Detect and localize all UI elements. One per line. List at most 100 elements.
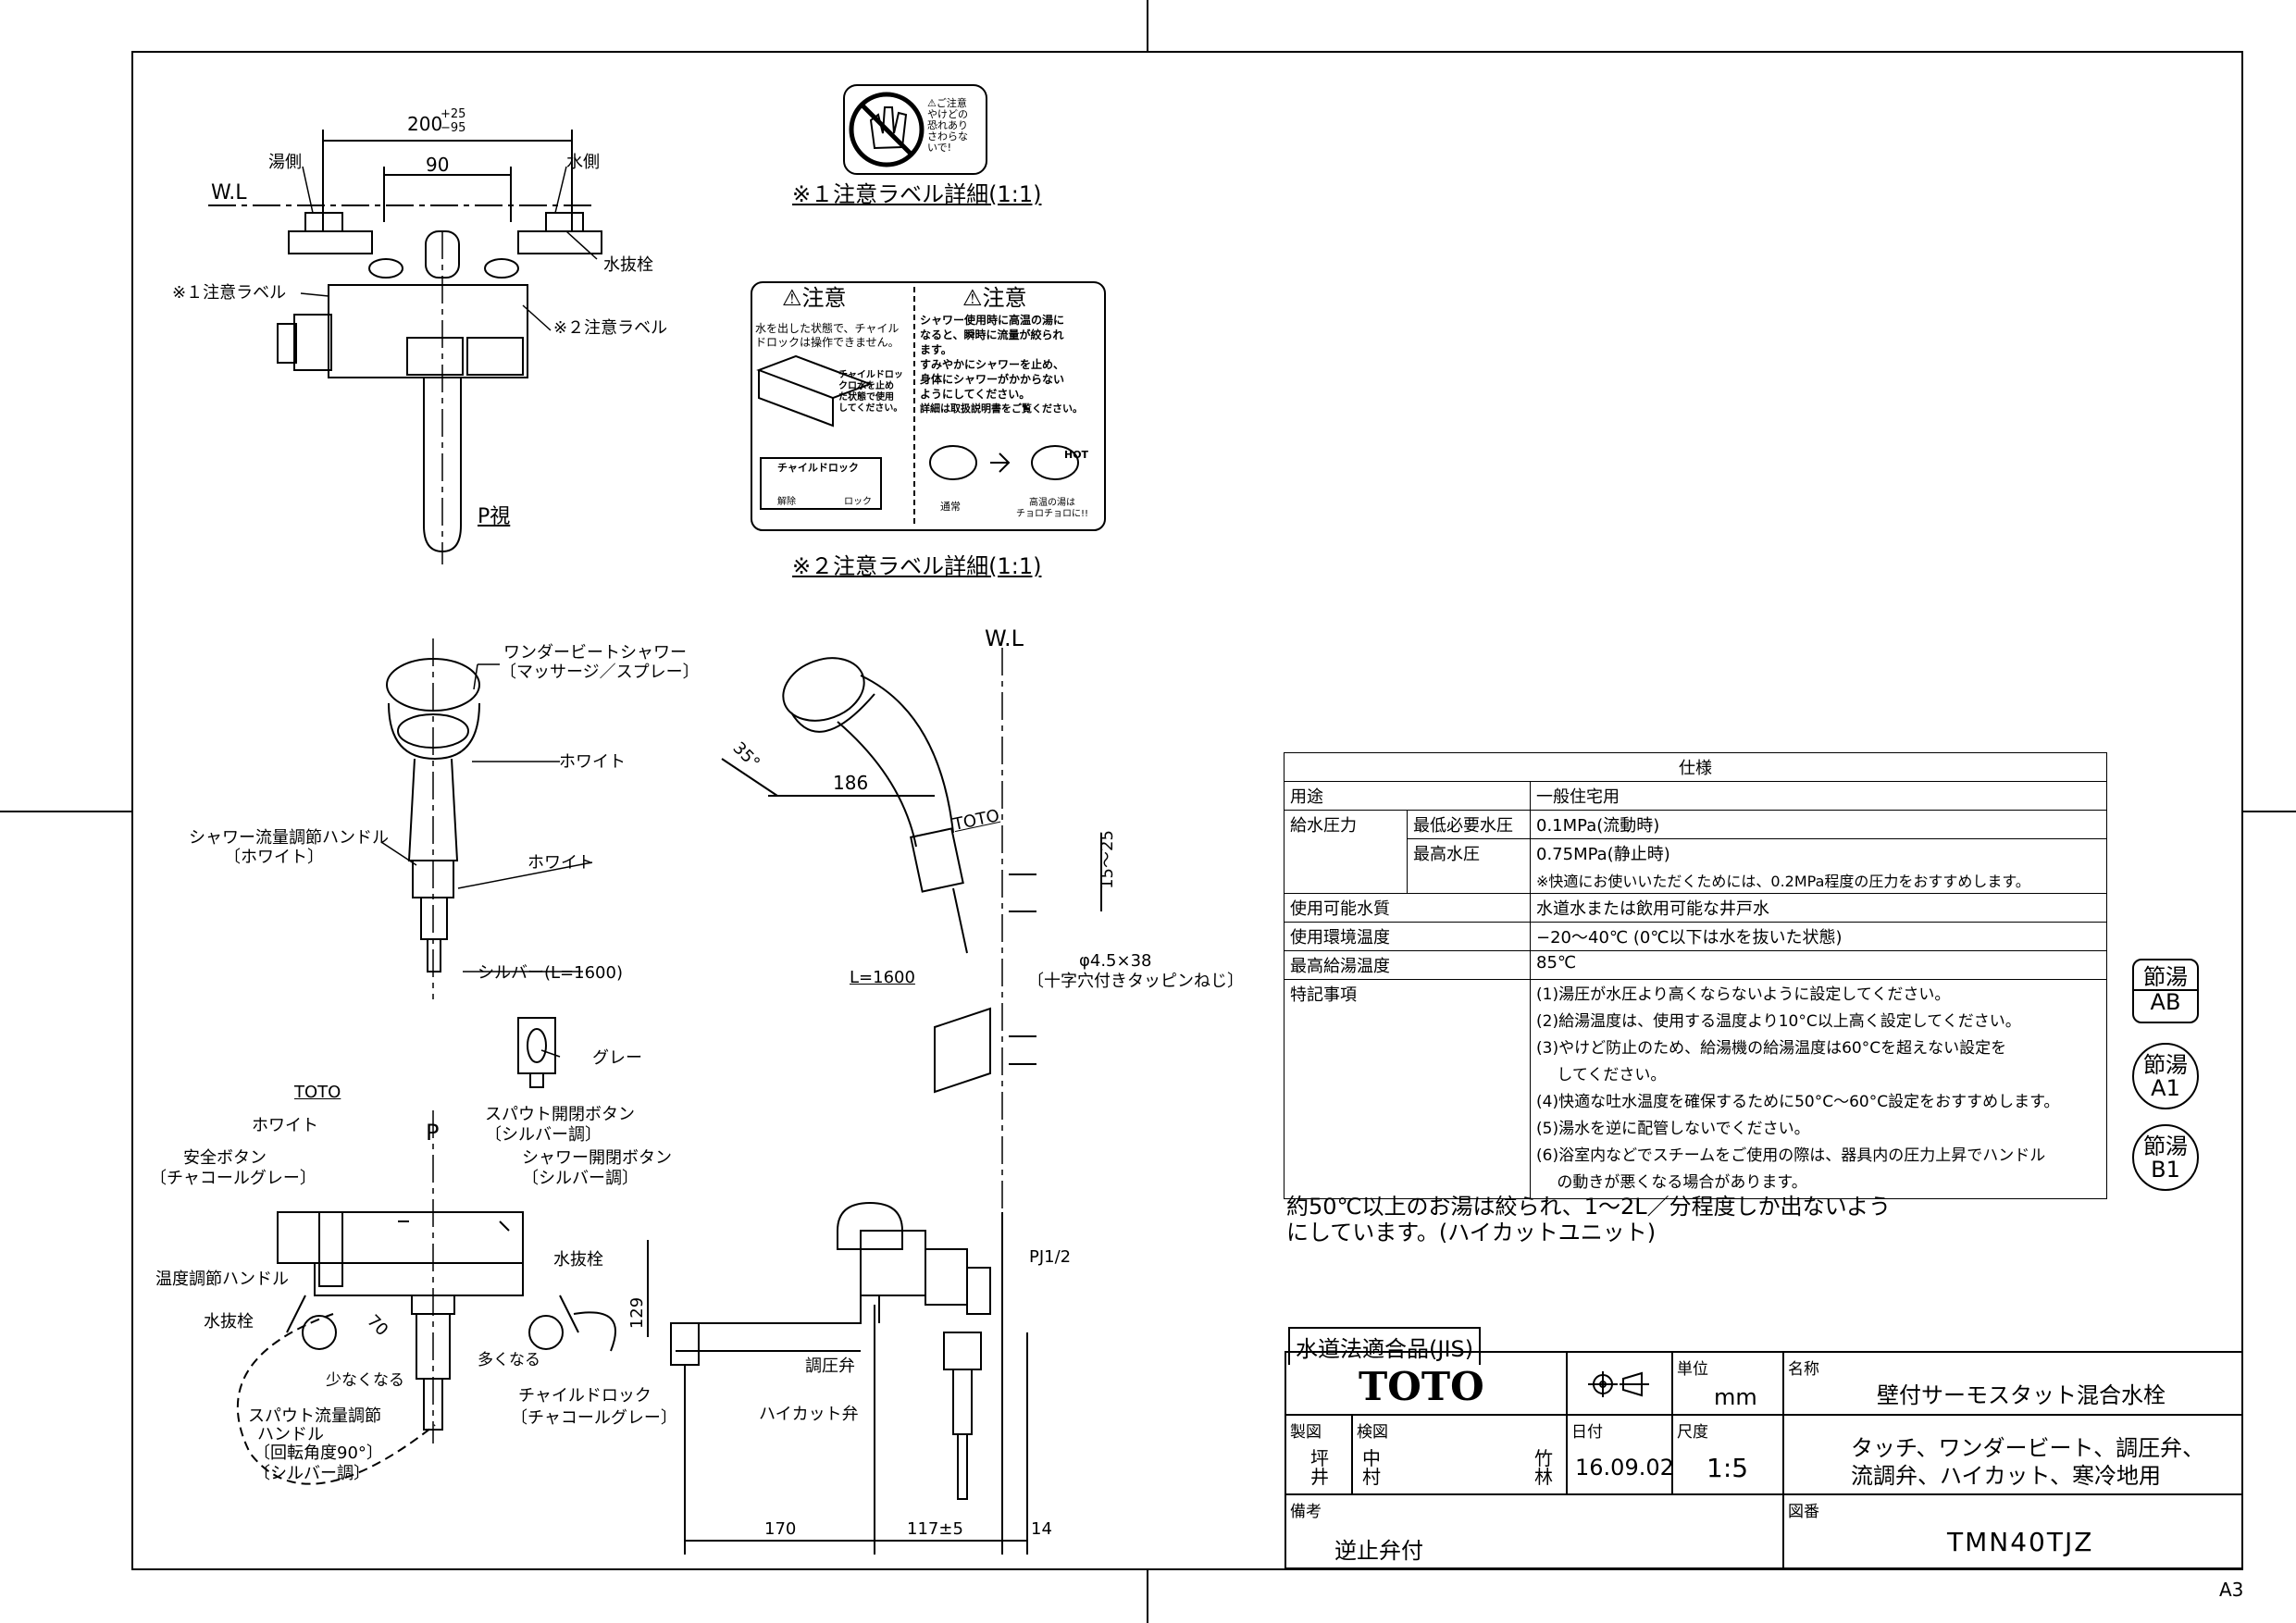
flow-handle-color: 〔ホワイト〕 — [224, 848, 324, 867]
scale-value: 1:5 — [1706, 1453, 1749, 1483]
third-angle-projection-icon — [1588, 1371, 1649, 1397]
drawn-cell: 製図 坪井 — [1285, 1414, 1353, 1495]
water-level-label: W.L — [211, 181, 247, 204]
table-row: ※快適にお使いいただくためには、0.2MPa程度の圧力をおすすめします。 — [1284, 867, 2107, 894]
drawn-by: 坪井 — [1310, 1447, 1329, 1488]
front-view-faucet — [236, 1110, 616, 1485]
dim-186: 186 — [833, 772, 869, 794]
p-arrow-label: P — [426, 1120, 440, 1146]
brand-cell: TOTO — [1285, 1351, 1568, 1416]
caution-label2-caption: ※２注意ラベル詳細(1:1) — [792, 553, 1042, 579]
white-label-1: ホワイト — [559, 752, 626, 772]
hot-label: HOT — [1064, 449, 1089, 461]
high-cut-valve-label: ハイカット弁 — [759, 1405, 859, 1424]
dim-170: 170 — [764, 1519, 797, 1539]
name-cell: 名称 壁付サーモスタット混合水栓 — [1782, 1351, 2243, 1416]
dim-total: 200 — [407, 113, 443, 135]
child-lock-text: チャイルドロッ クロ水を止め た状態で使用 してください。 — [838, 370, 903, 414]
date-cell: 日付 16.09.02 — [1566, 1414, 1674, 1495]
drain-left-label: 水抜栓 — [204, 1312, 254, 1332]
caution-right-text: シャワー使用時に高温の湯に なると、瞬時に流量が絞られ ます。 すみやかにシャワ… — [920, 314, 1083, 415]
silver-hose-label: シルバー(L=1600) — [478, 963, 623, 983]
spout-flow-label: スパウト流量調節 — [248, 1406, 381, 1426]
temp-handle-label: 温度調節ハンドル — [155, 1270, 289, 1289]
pj-label: PJ1/2 — [1029, 1247, 1072, 1267]
toto-logo: TOTO — [1359, 1364, 1484, 1409]
projection-symbol-cell — [1566, 1351, 1673, 1416]
table-row: 特記事項 (1)湯圧が水圧より高くならないように設定してください。 (2)給湯温… — [1284, 979, 2107, 1199]
dim-90: 90 — [426, 154, 450, 176]
checked-by-2: 竹林 — [1534, 1447, 1553, 1488]
lock-label: ロック — [844, 497, 872, 507]
screw-size-label: φ4.5×38 — [1079, 951, 1152, 971]
dim-117: 117±5 — [907, 1519, 963, 1539]
spout-button-label: スパウト開閉ボタン — [485, 1105, 635, 1124]
p-view-label: P視 — [478, 505, 511, 528]
spec-title: 仕様 — [1284, 752, 2107, 782]
flow-handle-label: シャワー流量調節ハンドル — [189, 828, 389, 848]
toto-front-label: TOTO — [294, 1083, 341, 1102]
cold-side-label: 水側 — [566, 153, 600, 172]
caution-label1-text: ⚠ご注意 やけどの 恐れあり さわらな いで! — [927, 97, 968, 154]
caution-label1-callout: ※１注意ラベル — [172, 283, 287, 303]
drain-plug-label: 水抜栓 — [603, 255, 653, 275]
dim-15-25: 15〜25 — [1097, 830, 1117, 889]
table-row: 用途 一般住宅用 — [1284, 781, 2107, 811]
dim-total-minus: −95 — [441, 121, 466, 135]
caution-left-text: 水を出した状態で、チャイル ドロックは操作できません。 — [755, 322, 900, 349]
child-lock-label: チャイルドロック — [518, 1386, 652, 1406]
notes-cell: (1)湯圧が水圧より高くならないように設定してください。 (2)給湯温度は、使用… — [1530, 979, 2107, 1199]
drawing-number-cell: 図番 TMN40TJZ — [1782, 1493, 2243, 1569]
wonder-beat-label: ワンダービートシャワー — [503, 643, 687, 663]
table-row: 最高水圧 0.75MPa(静止時) — [1284, 838, 2107, 894]
caution-label1-caption: ※１注意ラベル詳細(1:1) — [792, 181, 1042, 207]
shower-button-label: シャワー開閉ボタン — [522, 1148, 672, 1168]
checked-cell: 検図 中村 竹林 — [1351, 1414, 1568, 1495]
remarks-cell: 備考 逆止弁付 — [1285, 1493, 1784, 1569]
caution-label-1 — [843, 84, 987, 175]
table-row: 使用可能水質 水道水または飲用可能な井戸水 — [1284, 893, 2107, 923]
dim-14: 14 — [1031, 1519, 1052, 1539]
drawing-number: TMN40TJZ — [1947, 1527, 2094, 1557]
flow-note: 約50℃以上のお湯は絞られ、1〜2L／分程度しか出ないよう にしています。(ハイ… — [1286, 1194, 1892, 1245]
child-lock-title: チャイルドロック — [777, 462, 859, 474]
hose-length-label: L=1600 — [850, 968, 915, 987]
spout-button-color: 〔シルバー調〕 — [485, 1125, 602, 1145]
product-name: 壁付サーモスタット混合水栓 — [1877, 1382, 2166, 1408]
top-view-faucet — [208, 130, 602, 564]
child-lock-color: 〔チャコールグレー〕 — [511, 1408, 677, 1428]
checked-by-1: 中村 — [1362, 1447, 1381, 1488]
less-label: 少なくなる — [326, 1371, 404, 1390]
scale-cell: 尺度 1:5 — [1671, 1414, 1784, 1495]
safety-button-label: 安全ボタン — [183, 1148, 267, 1168]
caution-left-title: ⚠注意 — [782, 285, 847, 311]
table-row: 使用環境温度 −20〜40℃ (0℃以下は水を抜いた状態) — [1284, 922, 2107, 951]
unit-cell: 単位 mm — [1671, 1351, 1784, 1416]
spec-table: 仕様 用途 一般住宅用 給水圧力 最低必要水圧 0.1MPa(流動時) 最高水圧… — [1284, 752, 2107, 1199]
spout-flow-handle: ハンドル — [257, 1425, 324, 1444]
jis-label: 水道法適合品(JIS) — [1288, 1327, 1482, 1365]
table-row: 給水圧力 最低必要水圧 0.1MPa(流動時) — [1284, 810, 2107, 839]
caution-label2-callout: ※２注意ラベル — [553, 318, 668, 338]
shower-head-view — [386, 638, 556, 1088]
caution-right-title: ⚠注意 — [962, 285, 1027, 311]
release-label: 解除 — [777, 497, 796, 507]
table-row: 最高給湯温度 85℃ — [1284, 950, 2107, 980]
normal-label: 通常 — [940, 501, 961, 513]
pressure-valve-label: 調圧弁 — [805, 1357, 855, 1376]
wonder-beat-mode: 〔マッサージ／スプレー〕 — [500, 663, 700, 682]
side-shower-view — [721, 648, 1102, 1518]
remarks-value: 逆止弁付 — [1334, 1538, 1423, 1564]
rotation-label: 〔回転角度90°〕 — [254, 1443, 383, 1463]
white-front-label: ホワイト — [252, 1116, 318, 1135]
hot-side-label: 湯側 — [268, 153, 302, 172]
sheet-size: A3 — [2219, 1579, 2244, 1601]
wl-label-2: W.L — [985, 626, 1024, 651]
dim-total-plus: +25 — [441, 107, 466, 121]
hot-note: 高温の湯は チョロチョロに!! — [1016, 498, 1089, 519]
leader-lines — [300, 166, 598, 1058]
